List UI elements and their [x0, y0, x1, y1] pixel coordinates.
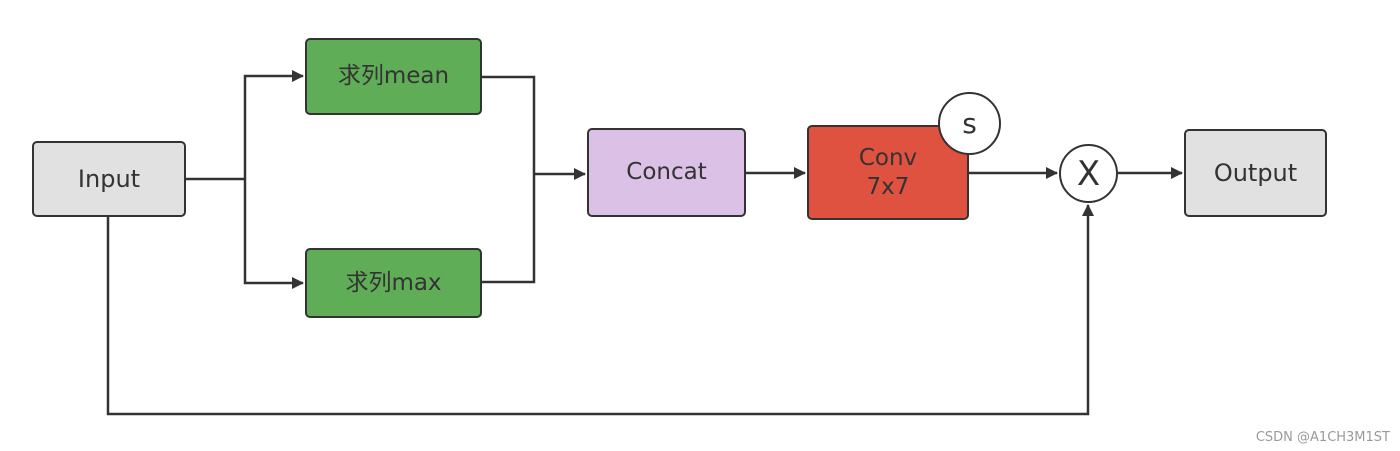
- mean-pool-node: 求列mean: [305, 38, 482, 115]
- input-label: Input: [77, 165, 141, 193]
- output-node: Output: [1184, 129, 1327, 217]
- edge-input-to-max: [243, 179, 304, 289]
- edge-input-skip-to-multiply: [106, 204, 1094, 416]
- concat-label: Concat: [626, 159, 707, 186]
- max-pool-label: 求列max: [345, 269, 442, 296]
- watermark: CSDN @A1CH3M1ST: [1255, 430, 1390, 445]
- edge-input-to-mean: [243, 70, 304, 179]
- edge-max-to-merge: [482, 174, 536, 284]
- conv-label-line2: 7x7: [866, 173, 910, 200]
- edge-mean-to-merge: [482, 75, 536, 174]
- max-pool-node: 求列max: [305, 248, 482, 318]
- mean-pool-label: 求列mean: [337, 63, 450, 90]
- output-label: Output: [1213, 159, 1298, 187]
- concat-node: Concat: [587, 128, 746, 217]
- conv-node: Conv 7x7: [807, 125, 969, 220]
- multiply-label: X: [1076, 153, 1101, 194]
- sigmoid-node: S: [938, 92, 1001, 155]
- multiply-node: X: [1059, 144, 1118, 203]
- conv-label-line1: Conv: [858, 144, 918, 171]
- sigmoid-label: S: [962, 107, 977, 140]
- input-node: Input: [32, 141, 186, 217]
